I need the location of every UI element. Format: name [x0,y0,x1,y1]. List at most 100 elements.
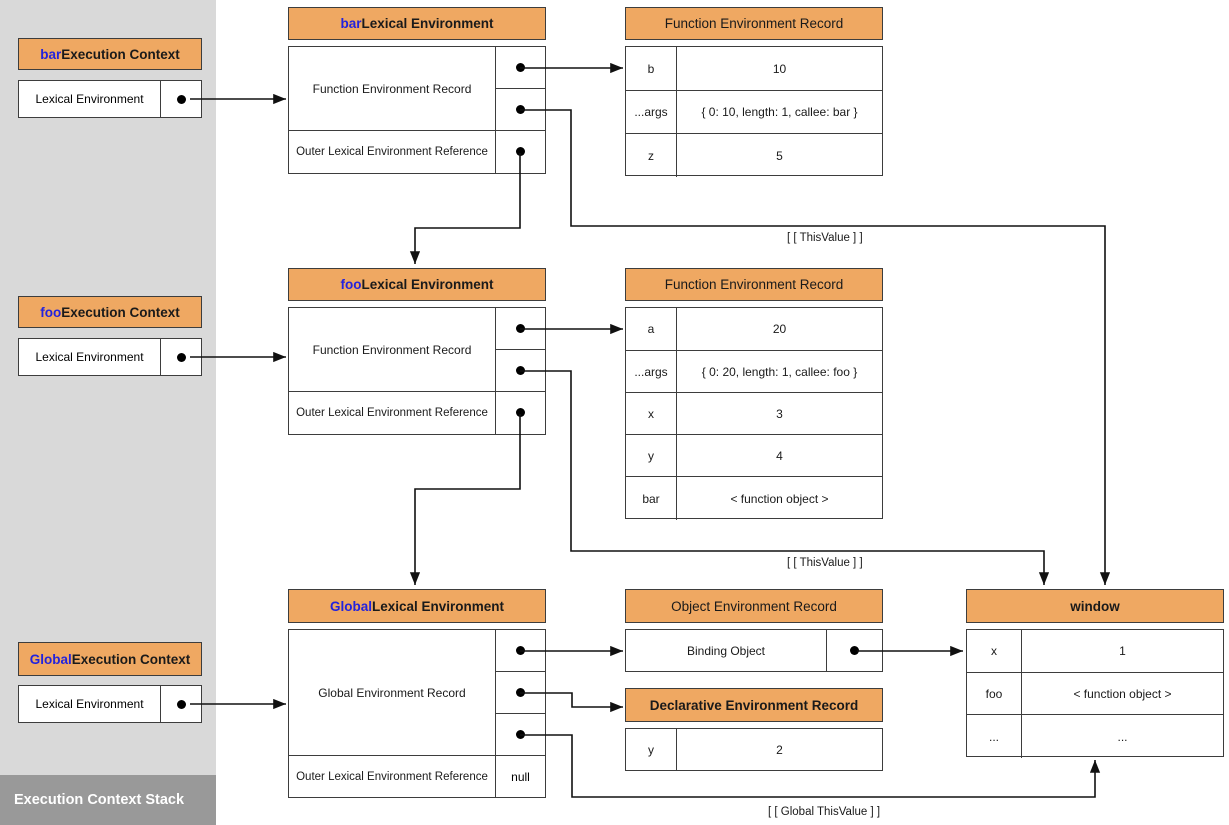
record-header-declarative-env: Declarative Environment Record [625,688,883,722]
pointer-dot-icon [516,688,525,697]
record-value: 1 [1119,644,1126,658]
pointer-dot-icon [516,408,525,417]
lexical-env-record-pointer2-global [496,672,545,714]
lexical-env-outer-pointer-bar [496,131,545,172]
lexical-env-outer-pointer-foo [496,392,545,433]
record-value: 2 [776,742,783,757]
table-row: ...args { 0: 10, length: 1, callee: bar … [626,91,882,134]
pointer-dot-icon [516,646,525,655]
table-row: x 1 [967,630,1223,673]
lexical-env-outer-label-bar: Outer Lexical Environment Reference [296,145,488,158]
record-value: { 0: 10, length: 1, callee: bar } [701,105,858,119]
lexical-env-outer-value-global: null [511,769,530,784]
record-header-foo-fer: Function Environment Record [625,268,883,301]
lexical-env-header-foo: foo Lexical Environment [288,268,546,301]
pointer-dot-icon [516,147,525,156]
lexical-env-record-label-global: Global Environment Record [289,630,495,756]
exec-context-header-global: Global Execution Context [18,642,202,676]
pointer-dot-icon [176,94,186,104]
lexical-env-record-label-foo: Function Environment Record [289,308,495,392]
exec-context-name-global: Global [29,651,72,667]
table-row: foo < function object > [967,673,1223,715]
table-row: bar < function object > [626,477,882,520]
exec-context-name-foo: foo [40,304,62,320]
lexical-env-box-bar: Function Environment Record Outer Lexica… [288,46,546,174]
table-row: ...args { 0: 20, length: 1, callee: foo … [626,351,882,393]
exec-context-row-bar[interactable]: Lexical Environment [18,80,202,118]
record-header-window: window [966,589,1224,623]
lexical-env-name-bar: bar [340,16,362,31]
record-key: z [626,134,677,177]
pointer-dot-icon [516,730,525,739]
record-key: ... [967,715,1022,758]
lexical-env-name-foo: foo [340,277,362,292]
lexical-env-record-pointer1-bar [496,47,545,89]
record-value: < function object > [1073,686,1172,701]
record-key: a [626,308,677,350]
binding-object-pointer [827,630,882,671]
record-key: x [967,630,1022,672]
table-row: z 5 [626,134,882,177]
exec-context-row-foo[interactable]: Lexical Environment [18,338,202,376]
record-value: 5 [776,148,783,163]
record-key: bar [626,477,677,520]
lexical-env-outer-label-foo: Outer Lexical Environment Reference [296,406,488,419]
exec-context-suffix-bar: Execution Context [61,46,180,62]
execution-context-stack-label: Execution Context Stack [0,775,216,825]
record-header-object-env: Object Environment Record [625,589,883,623]
exec-context-name-bar: bar [40,46,62,62]
lexical-env-record-pointer2-bar [496,89,545,131]
lexical-env-header-bar: bar Lexical Environment [288,7,546,40]
exec-context-header-bar: bar Execution Context [18,38,202,70]
record-value: < function object > [730,491,829,506]
record-value: 3 [776,406,783,421]
lexical-env-suffix-bar: Lexical Environment [361,16,494,31]
pointer-dot-icon [516,324,525,333]
binding-object-label: Binding Object [626,630,827,671]
pointer-dot-icon [516,366,525,375]
lexical-env-name-global: Global [329,598,372,614]
record-key: foo [967,673,1022,714]
table-row: x 3 [626,393,882,435]
edge-label-foo-thisvalue: [ [ ThisValue ] ] [787,557,863,569]
lexical-env-record-pointer1-global [496,630,545,672]
pointer-dot-icon [176,352,186,362]
exec-context-pointer-global [161,686,201,722]
edge-label-bar-thisvalue: [ [ ThisValue ] ] [787,232,863,244]
record-key: y [626,435,677,476]
table-row: y 4 [626,435,882,477]
exec-context-field-label-bar: Lexical Environment [19,81,161,117]
record-key: ...args [626,91,677,133]
wire-foo-outer-to-global-lexenv [409,414,521,585]
record-key: b [626,47,677,90]
record-header-bar-fer: Function Environment Record [625,7,883,40]
pointer-dot-icon [176,699,186,709]
lexical-env-record-label-bar: Function Environment Record [289,47,495,131]
pointer-dot-icon [850,646,859,655]
lexical-env-record-pointer1-foo [496,308,545,350]
exec-context-pointer-bar [161,81,201,117]
record-value: { 0: 20, length: 1, callee: foo } [701,364,858,379]
exec-context-field-label-foo: Lexical Environment [19,339,161,375]
table-row: ... ... [967,715,1223,758]
table-row: a 20 [626,308,882,351]
lexical-env-record-pointer2-foo [496,350,545,392]
lexical-env-header-global: Global Lexical Environment [288,589,546,623]
table-row: b 10 [626,47,882,91]
record-table-object-env: Binding Object [625,629,883,672]
lexical-env-suffix-foo: Lexical Environment [361,277,494,292]
pointer-dot-icon [516,105,525,114]
exec-context-suffix-foo: Execution Context [61,304,180,320]
exec-context-row-global[interactable]: Lexical Environment [18,685,202,723]
exec-context-suffix-global: Execution Context [71,651,191,667]
lexical-env-suffix-global: Lexical Environment [371,598,505,614]
pointer-dot-icon [516,63,525,72]
lexical-env-box-global: Global Environment Record Outer Lexical … [288,629,546,798]
record-table-declarative-env: y 2 [625,728,883,771]
record-value: 4 [776,448,783,463]
edge-label-global-thisvalue: [ [ Global ThisValue ] ] [768,806,881,818]
record-value: 10 [772,61,787,76]
record-key: ...args [626,351,677,392]
record-table-foo-fer: a 20 ...args { 0: 20, length: 1, callee:… [625,307,883,520]
